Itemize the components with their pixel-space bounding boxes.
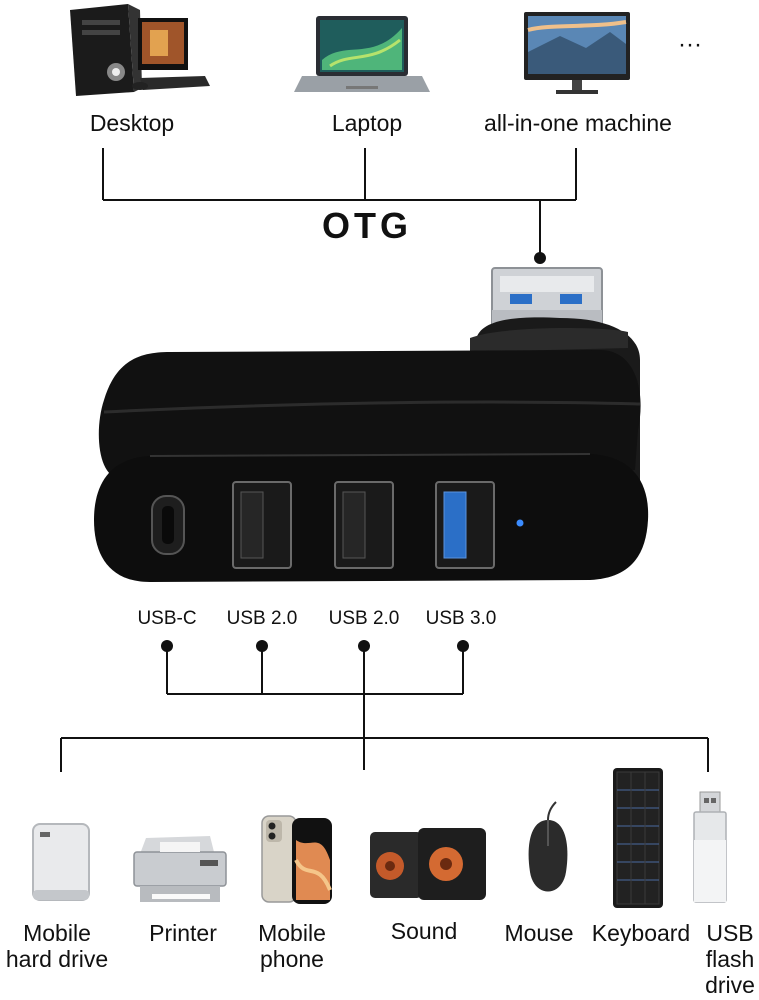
mouse-icon	[528, 801, 568, 892]
device-label-usb-flash-line3: drive	[705, 972, 755, 998]
device-label-keyboard-line1: Keyboard	[591, 920, 691, 946]
hard-drive-icon	[32, 823, 90, 901]
keyboard-icon	[613, 768, 663, 908]
usb-hub	[94, 317, 649, 582]
more-devices-ellipsis: ···	[678, 31, 702, 58]
device-label-phone: Mobile phone	[236, 920, 348, 972]
top-connector-lines	[102, 148, 577, 258]
device-label-hard-drive: Mobile hard drive	[0, 920, 114, 972]
device-label-usb-flash-line1: USB	[706, 920, 754, 946]
port-label-usb-c: USB-C	[137, 608, 197, 629]
device-label-mouse-line1: Mouse	[504, 920, 574, 946]
all-in-one-icon	[524, 12, 630, 94]
device-label-usb-flash-line2: flash	[705, 946, 755, 972]
device-label-printer: Printer	[125, 920, 241, 946]
printer-icon	[133, 836, 227, 902]
otg-plug-dot	[534, 252, 546, 264]
otg-label: OTG	[322, 205, 412, 246]
device-label-hard-drive-line1: Mobile	[23, 920, 91, 946]
host-label-all-in-one: all-in-one machine	[484, 110, 672, 136]
phone-icon	[261, 815, 332, 904]
device-label-phone-line1: Mobile	[258, 920, 326, 946]
port-connector-lines	[60, 646, 709, 772]
port-label-usb3: USB 3.0	[425, 608, 497, 629]
device-label-usb-flash: USB flash drive	[700, 920, 759, 998]
device-label-hard-drive-line2: hard drive	[5, 946, 109, 972]
usb-flash-drive-icon	[693, 791, 727, 903]
port-dot-usb2-b	[358, 640, 370, 652]
port-label-usb2-b: USB 2.0	[328, 608, 400, 629]
device-label-printer-line1: Printer	[149, 920, 217, 946]
device-label-phone-line2: phone	[260, 946, 324, 972]
device-label-mouse: Mouse	[490, 920, 588, 946]
laptop-icon	[294, 16, 430, 92]
host-label-desktop: Desktop	[89, 110, 175, 136]
device-label-keyboard: Keyboard	[582, 920, 700, 946]
desktop-icon	[70, 4, 210, 96]
host-label-laptop: Laptop	[331, 110, 403, 136]
device-label-sound-line1: Sound	[390, 918, 458, 944]
device-label-sound: Sound	[364, 918, 484, 944]
port-dot-usb3	[457, 640, 469, 652]
port-dot-usb-c	[161, 640, 173, 652]
port-dot-usb2-a	[256, 640, 268, 652]
port-label-usb2-a: USB 2.0	[226, 608, 298, 629]
speakers-icon	[370, 828, 486, 900]
